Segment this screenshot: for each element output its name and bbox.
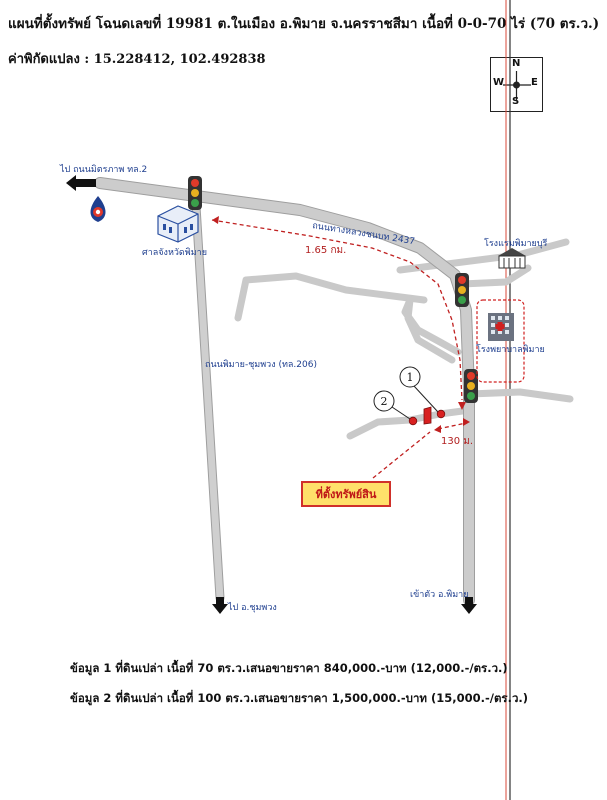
compass-south: S	[512, 96, 520, 107]
minor-roads	[234, 238, 574, 440]
comparable-1-dot-icon	[436, 409, 446, 419]
property-location-label: ที่ตั้งทรัพย์สิน	[301, 481, 391, 507]
traffic-light-icon	[455, 273, 469, 307]
compass-east: E	[531, 77, 538, 88]
direction-arrows	[66, 175, 477, 614]
label-distance-130: 130 ม.	[441, 436, 473, 447]
label-to-city: เข้าตัว อ.พิมาย	[410, 589, 469, 600]
label-road-206: ถนนพิมาย-ชุมพวง (ทล.206)	[205, 359, 317, 370]
label-distance-1-65: 1.65 กม.	[305, 245, 346, 256]
arrow-south-chumphuang-icon	[212, 597, 228, 614]
hospital-highlight-box	[476, 299, 525, 383]
label-to-chumphuang: ไป อ.ชุมพวง	[227, 602, 277, 613]
road-pimai-chumphuang	[191, 186, 224, 602]
label-hospital: โรงพยาบาลพิมาย	[476, 344, 545, 355]
subject-property-icon	[423, 406, 432, 425]
traffic-light-icon	[188, 176, 202, 210]
marker-1-label: 1	[407, 371, 414, 384]
coordinates-label: ค่าพิกัดแปลง : 15.228412, 102.492838	[8, 52, 266, 67]
comparable-2-dot-icon	[408, 416, 418, 426]
marker-2-label: 2	[381, 395, 388, 408]
map-title: แผนที่ตั้งทรัพย์ โฉนดเลขที่ 19981 ต.ในเม…	[8, 16, 600, 32]
label-to-mittraphap: ไป ถนนมิตรภาพ ทล.2	[59, 164, 147, 175]
label-court: ศาลจังหวัดพิมาย	[142, 247, 207, 258]
dashed-route-130m	[437, 422, 467, 430]
road-east-spur	[466, 388, 574, 403]
marker-1: 1	[399, 366, 446, 419]
gas-station-icon	[90, 196, 106, 222]
arrowhead-left-icon	[212, 216, 219, 224]
distance-lines	[211, 219, 467, 479]
traffic-light-icon	[464, 369, 478, 403]
arrowhead-130-left-icon	[434, 425, 441, 433]
info-line-2: ข้อมูล 2 ที่ดินเปล่า เนื้อที่ 100 ตร.ว.เ…	[70, 691, 529, 705]
info-line-1: ข้อมูล 1 ที่ดินเปล่า เนื้อที่ 70 ตร.ว.เส…	[70, 661, 508, 675]
compass-north: N	[512, 58, 521, 69]
marker-2: 2	[373, 390, 418, 426]
arrowhead-130-right-icon	[463, 418, 470, 426]
compass-rose: N S E W	[490, 57, 543, 112]
compass-cross-icon	[503, 71, 531, 100]
pointer-line	[372, 431, 431, 479]
hospital-building-icon	[488, 313, 514, 341]
road-loop-upper	[234, 272, 428, 322]
compass-west: W	[493, 77, 505, 88]
arrow-west-icon	[66, 175, 96, 191]
arrowhead-down-icon	[458, 402, 466, 410]
arrow-south-city-icon	[461, 597, 477, 614]
court-building-icon	[157, 205, 199, 243]
hotel-icon	[498, 248, 526, 269]
road-hotel-connector	[458, 264, 532, 288]
road-loop-lower	[404, 296, 456, 364]
dashed-route-1-65km	[211, 219, 463, 401]
label-hotel: โรงแรมพิมายบุรี	[484, 238, 548, 249]
